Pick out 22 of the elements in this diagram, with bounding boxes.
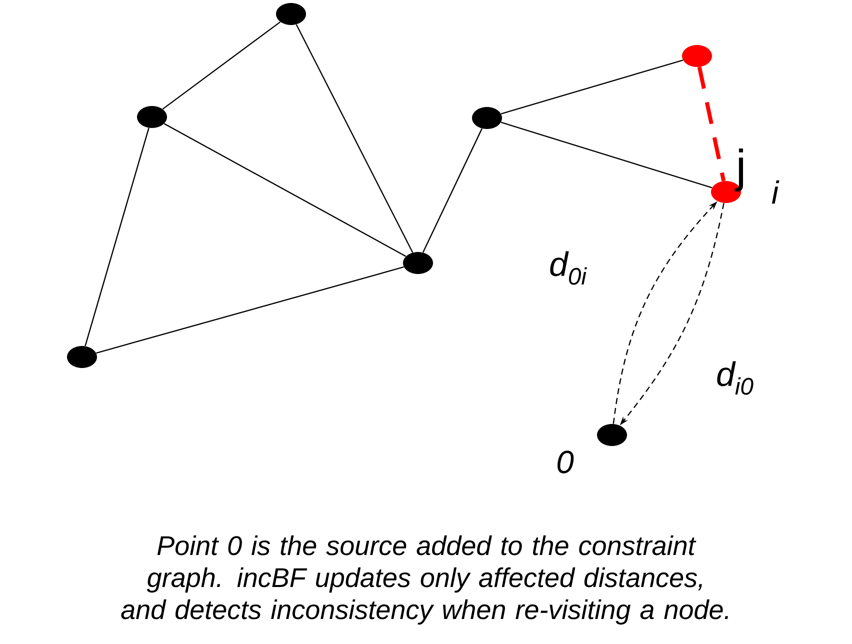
graph-node (472, 107, 502, 129)
graph-node (67, 346, 97, 368)
edge-line (500, 122, 712, 188)
edge-line (500, 60, 684, 114)
edge-label: d$_{i0}$ (715, 360, 755, 396)
graph-node (137, 106, 167, 128)
edge-line (697, 66, 726, 182)
edge-line (162, 21, 281, 110)
graph-node (682, 45, 712, 67)
caption: Point 0 is the source added to the constraint graph. incBF updates only affected distances, and detects inconsistency when re-visiting a node. (121, 535, 728, 625)
edge-line (164, 123, 406, 257)
graph-node (403, 252, 433, 274)
graph-node (276, 3, 306, 25)
text-label: j (734, 148, 743, 192)
edge-line (96, 266, 404, 354)
edge-line (84, 128, 150, 346)
edge-label: d$_{0i}$ (548, 250, 588, 286)
node-label: i (772, 180, 780, 204)
graph-node (597, 424, 627, 446)
node-label: 0 (558, 450, 574, 474)
edge-line (422, 128, 483, 253)
edge-line (296, 24, 414, 253)
